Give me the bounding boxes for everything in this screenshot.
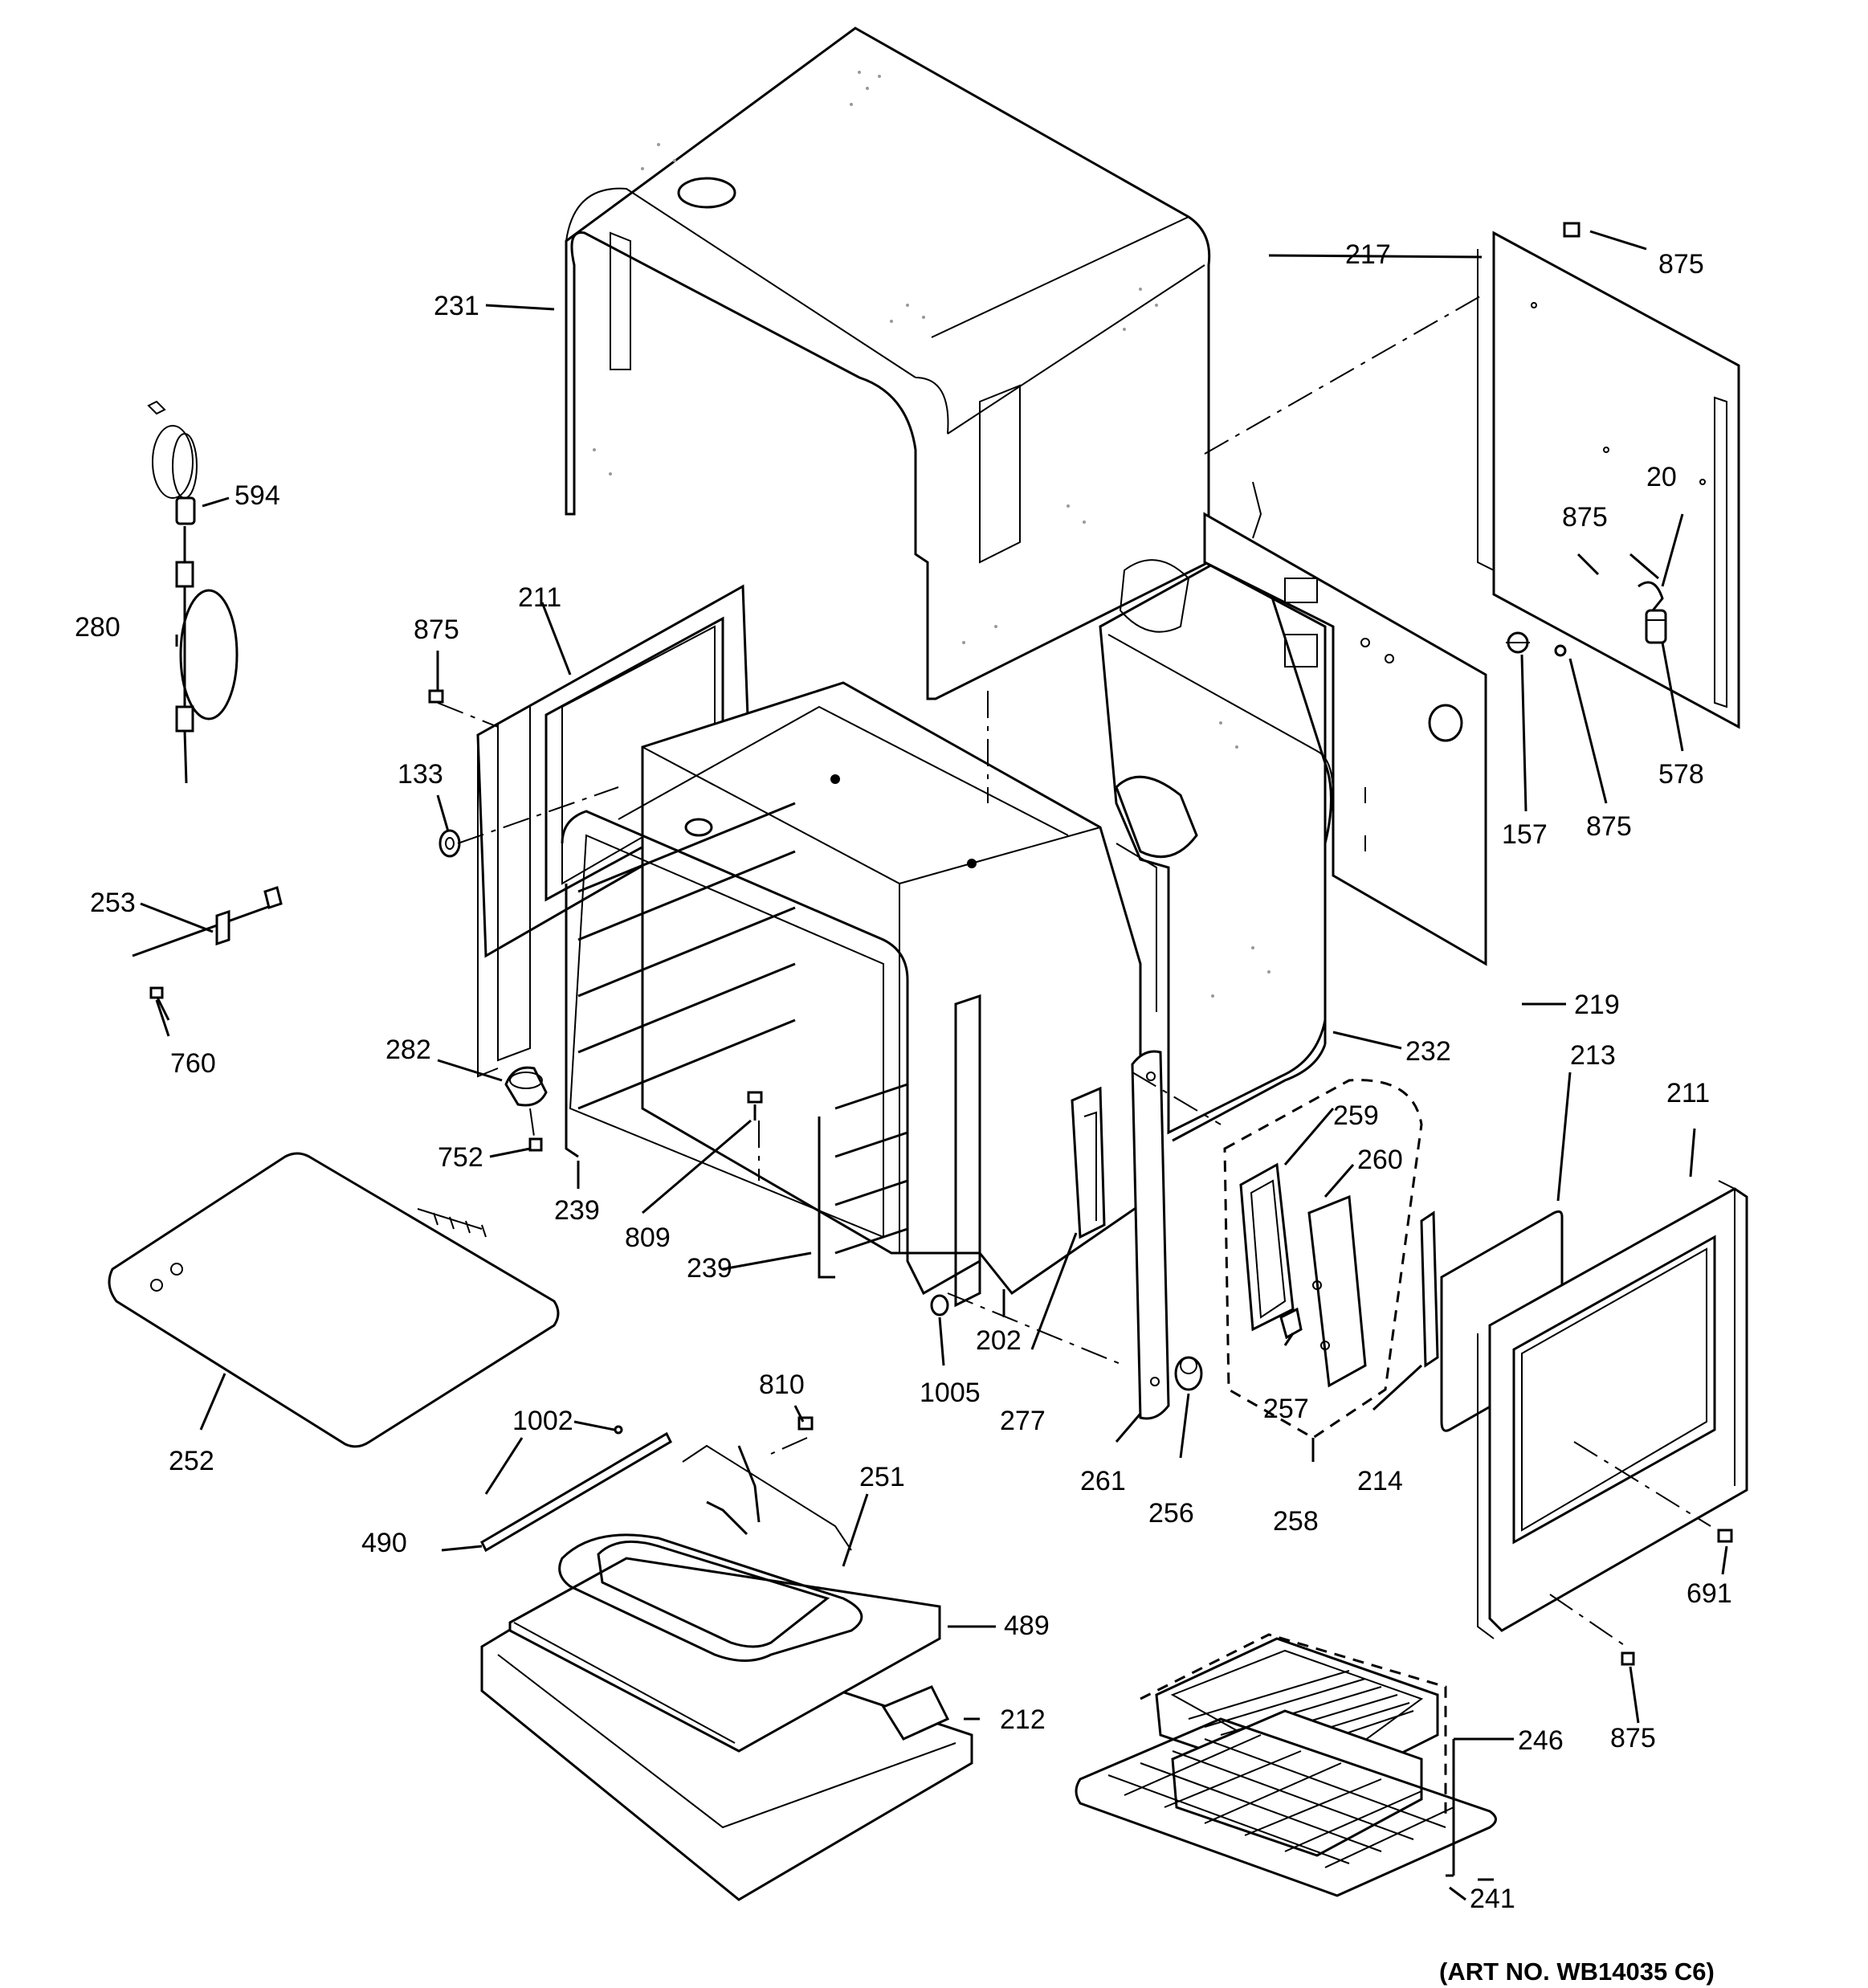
label-875-left: 875 xyxy=(414,614,459,645)
label-259: 259 xyxy=(1333,1100,1379,1131)
label-241: 241 xyxy=(1470,1884,1515,1914)
part-214-gasket xyxy=(1420,1210,1439,1368)
label-213: 213 xyxy=(1570,1040,1616,1071)
part-246-broil-pan-outline xyxy=(1140,1633,1447,1815)
part-20-clip xyxy=(1638,581,1664,611)
label-752: 752 xyxy=(438,1142,483,1173)
part-256-knob xyxy=(1174,1356,1203,1391)
label-691: 691 xyxy=(1687,1578,1732,1609)
label-231: 231 xyxy=(434,291,479,321)
part-875-screw-left xyxy=(428,689,444,704)
label-239-right: 239 xyxy=(687,1253,732,1284)
label-261: 261 xyxy=(1080,1466,1126,1496)
art-number: (ART NO. WB14035 C6) xyxy=(1439,1957,1715,1986)
part-594-sensor-harness xyxy=(147,400,198,525)
label-810: 810 xyxy=(759,1370,805,1400)
part-232-inner-wrapper xyxy=(1099,540,1334,1142)
part-752-screw xyxy=(528,1137,543,1152)
label-20: 20 xyxy=(1646,462,1677,492)
part-231-outer-wrapper xyxy=(565,27,1211,700)
part-760-screw xyxy=(149,986,170,1021)
label-211-right: 211 xyxy=(1666,1078,1710,1108)
label-260: 260 xyxy=(1357,1145,1403,1175)
label-809: 809 xyxy=(625,1223,671,1253)
part-211-right-side-panel xyxy=(1477,1180,1748,1639)
label-217: 217 xyxy=(1345,239,1391,270)
label-133: 133 xyxy=(398,759,443,790)
label-253: 253 xyxy=(90,888,136,918)
part-202-oven-liner xyxy=(561,681,1198,1308)
label-277: 277 xyxy=(1000,1406,1046,1436)
part-239-right-rack-support xyxy=(818,1083,908,1279)
label-1002: 1002 xyxy=(512,1406,573,1436)
part-251-bake-element xyxy=(558,1444,863,1662)
label-258: 258 xyxy=(1273,1506,1319,1537)
part-217-side-panel xyxy=(1477,231,1740,729)
part-809-screw xyxy=(747,1091,763,1121)
part-241-oven-rack xyxy=(1075,1717,1497,1897)
label-1005: 1005 xyxy=(920,1378,981,1408)
part-489-bake-shield xyxy=(508,1557,941,1753)
label-490: 490 xyxy=(361,1528,407,1558)
part-490-side-trim xyxy=(480,1431,672,1553)
part-252-bottom-panel xyxy=(108,1152,560,1448)
part-239-left-rack-support xyxy=(565,802,796,1158)
part-1005-screw xyxy=(930,1294,949,1316)
part-875-screw-mid-right xyxy=(1554,644,1567,657)
label-594: 594 xyxy=(235,480,280,511)
part-261-trim-strip xyxy=(1131,1050,1170,1420)
label-232: 232 xyxy=(1405,1036,1451,1067)
label-212: 212 xyxy=(1000,1704,1046,1735)
label-214: 214 xyxy=(1357,1466,1403,1496)
label-246: 246 xyxy=(1518,1725,1564,1756)
label-257: 257 xyxy=(1263,1394,1309,1424)
part-1002-screw xyxy=(614,1425,623,1435)
label-239-left: 239 xyxy=(554,1195,600,1226)
label-875-right: 875 xyxy=(1586,811,1632,842)
label-219: 219 xyxy=(1574,990,1620,1020)
part-282-vent-cap xyxy=(504,1066,548,1107)
label-157: 157 xyxy=(1502,819,1548,850)
label-282: 282 xyxy=(385,1035,431,1065)
label-252: 252 xyxy=(169,1446,214,1476)
part-257-connector xyxy=(1279,1307,1303,1340)
part-277-bracket xyxy=(1071,1086,1106,1239)
label-875-bottom-right: 875 xyxy=(1610,1723,1656,1753)
label-489: 489 xyxy=(1004,1610,1050,1641)
label-578: 578 xyxy=(1658,759,1704,790)
label-256: 256 xyxy=(1148,1498,1194,1529)
callout-labels: 231 217 875 594 20 875 211 280 875 578 1… xyxy=(75,239,1732,1986)
part-280-temperature-sensor xyxy=(175,526,239,784)
part-259-frame xyxy=(1239,1162,1295,1332)
part-253-bracket-sensor xyxy=(132,886,283,957)
label-875-top-right: 875 xyxy=(1658,249,1704,280)
label-202: 202 xyxy=(976,1325,1022,1356)
label-251: 251 xyxy=(859,1462,905,1492)
part-260-control-board xyxy=(1307,1194,1367,1388)
part-578-capacitor xyxy=(1645,609,1667,644)
alignment-lines xyxy=(437,292,1711,1647)
part-691-screw xyxy=(1717,1529,1733,1543)
part-133-grommet xyxy=(438,829,461,858)
label-875-mid: 875 xyxy=(1562,502,1608,533)
label-211-left: 211 xyxy=(518,582,561,613)
part-219-back-panel xyxy=(1203,481,1487,966)
label-760: 760 xyxy=(170,1048,216,1079)
part-875-screw-bottom-right xyxy=(1621,1651,1635,1666)
part-875-screw-top-right xyxy=(1563,222,1580,238)
leader-lines xyxy=(140,230,1728,1901)
label-280: 280 xyxy=(75,612,120,643)
part-157-thermal-switch xyxy=(1506,631,1530,654)
